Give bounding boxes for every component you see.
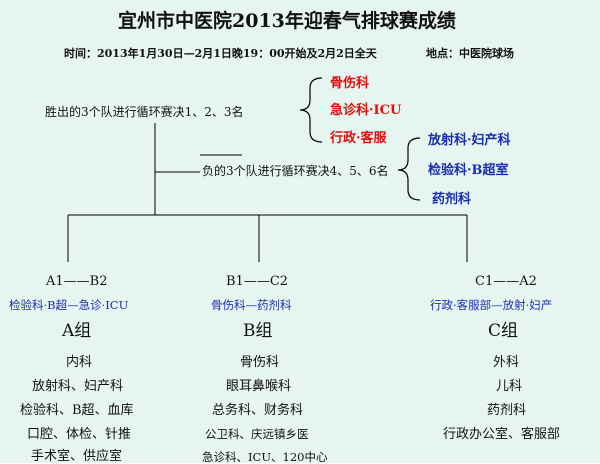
winners-brace (299, 77, 323, 143)
group-b-match: B1——C2 (226, 274, 289, 289)
loser-team-1: 放射科·妇产科 (428, 133, 511, 148)
group-b-name: B组 (243, 321, 273, 341)
group-b-member: 急诊科、ICU、120中心 (202, 450, 328, 464)
group-a-member: 口腔、体检、针推 (27, 427, 132, 442)
group-a-member: 手术室、供应室 (31, 449, 123, 464)
match-place: 地点：中医院球场 (426, 47, 514, 60)
group-a-result: 检验科·B超—急诊·ICU (9, 298, 129, 312)
group-c-member: 行政办公室、客服部 (443, 427, 561, 442)
group-c-member: 外科 (493, 355, 520, 370)
group-b-member: 公卫科、庆远镇乡医 (205, 427, 309, 441)
winner-team-3: 行政·客服 (330, 131, 387, 146)
loser-team-2: 检验科·B超室 (428, 163, 509, 178)
loser-team-3: 药剂科 (432, 192, 472, 207)
group-c-result: 行政·客服部—放射·妇产 (430, 298, 553, 312)
match-time: 时间：2013年1月30日—2月1日晚19：00开始及2月2日全天 (64, 47, 377, 60)
group-c-name: C组 (488, 321, 519, 341)
winner-team-1: 骨伤科 (330, 76, 370, 91)
winners-round-label: 胜出的3个队进行循环赛决1、2、3名 (45, 105, 244, 119)
group-a-member: 内科 (66, 355, 93, 370)
group-c-member: 药剂科 (487, 403, 527, 418)
group-b-member: 眼耳鼻喉科 (226, 379, 292, 394)
losers-brace (397, 137, 421, 201)
group-b-member: 骨伤科 (240, 355, 280, 370)
group-a-member: 检验科、B超、血库 (20, 403, 134, 418)
group-c-member: 儿科 (496, 379, 523, 394)
group-b-member: 总务科、财务科 (212, 403, 304, 418)
group-a-match: A1——B2 (46, 274, 108, 289)
group-a-name: A组 (62, 321, 92, 341)
group-c-match: C1——A2 (475, 274, 537, 289)
losers-round-label: 负的3个队进行循环赛决4、5、6名 (202, 164, 389, 178)
winner-team-2: 急诊科·ICU (330, 103, 402, 118)
page-title: 宜州市中医院2013年迎春气排球赛成绩 (118, 10, 456, 32)
group-a-member: 放射科、妇产科 (32, 379, 124, 394)
group-b-result: 骨伤科—药剂科 (211, 298, 292, 312)
